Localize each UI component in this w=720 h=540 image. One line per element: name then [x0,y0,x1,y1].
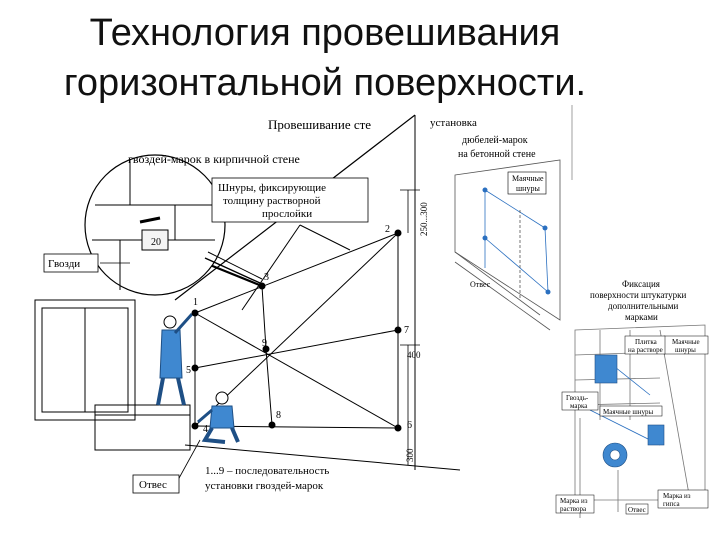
nail-mark-9 [262,345,270,353]
plaster-caption-line-4: марками [625,312,658,322]
magnified-inset [84,154,263,296]
nail-mark-points [191,229,402,432]
nail-mark-7 [394,326,402,334]
plaster-caption-line-1: Фиксация [622,279,660,289]
plaster-label-mortar-mark-line-2: раствора [560,505,587,513]
nail-mark-label-6: 6 [407,420,412,431]
slide-title-line-2: горизонтальной поверхности. [63,62,587,104]
nail-mark-6 [394,424,402,432]
nail-mark-8 [268,421,276,429]
concrete-label-cords-line-1: Маячные [512,174,544,183]
plaster-label-beacon-cords-line-1: Маячные [672,338,700,346]
concrete-wall-diagram: установка дюбелей-марок на бетонной стен… [430,105,573,331]
nail-mark-label-3: 3 [264,272,269,283]
plaster-label-nail-mark-line-1: Гвоздь- [566,394,589,402]
caption-cords-line-1: Шнуры, фиксирующие [218,182,326,194]
nail-mark-label-7: 7 [404,325,409,336]
dimension-top: 250...300 [419,202,429,236]
concrete-caption-top: установка [430,117,477,129]
nail-mark-label-5: 5 [186,365,191,376]
nail-mark-4 [191,422,199,430]
nail-mark-2 [394,229,402,237]
plaster-label-mortar-plate-line-2: на растворе [628,346,663,354]
plaster-label-nail-mark-line-2: марка [570,402,588,410]
concrete-label-plumb: Отвес [470,280,491,289]
concrete-caption-line-1: дюбелей-марок [462,135,528,146]
caption-cords-box: Шнуры, фиксирующие толщину растворной пр… [211,177,369,223]
nail-mark-label-9: 9 [262,338,267,349]
nail-mark-label-2: 2 [385,224,390,235]
caption-sequence-line-1: 1...9 – последовательность [205,465,329,477]
floor-line [184,444,461,471]
worker-kneeling-figure [197,391,240,444]
caption-nails: гвоздей-марок в кирпичной стене [128,152,300,166]
plaster-label-plumb: Отвес [628,506,646,514]
nail-mark-labels: 1 2 3 4 5 6 7 8 9 [186,224,412,435]
caption-cords-line-2: толщину растворной [223,195,321,207]
main-diagram-captions: Провешивание сте гвоздей-марок в кирпичн… [43,117,429,494]
plaster-label-mortar-mark-line-1: Марка из [560,497,588,505]
nail-mark-5 [191,364,199,372]
nail-mark-label-8: 8 [276,410,281,421]
caption-top: Провешивание сте [268,117,371,132]
plaster-label-beacon-cords-line-2: шнуры [675,346,696,354]
worker-standing-figure [156,312,194,406]
nail-mark-label-4: 4 [203,424,208,435]
caption-cords-line-3: прослойки [262,208,312,220]
nail-mark-1 [191,309,199,317]
label-nail: Гвозди [48,258,80,270]
label-plumb: Отвес [139,479,167,491]
slide-title-line-1: Технология провешивания [89,12,561,54]
slide-title: Технология провешивания горизонтальной п… [0,8,650,108]
nail-mark-3 [258,282,266,290]
plaster-caption-line-3: дополнительными [608,301,678,311]
plaster-label-mortar-plate-line-1: Плитка [635,338,658,346]
nail-mark-label-1: 1 [193,297,198,308]
plaster-label-gypsum-mark-line-1: Марка из [663,492,691,500]
caption-sequence-line-2: установки гвоздей-марок [205,480,324,492]
dimension-bottom: 300 [405,448,415,462]
dimension-mid: 400 [407,350,421,360]
inset-label: 20 [151,237,161,248]
plaster-caption-line-2: поверхности штукатурки [590,290,686,300]
dimension-lines [400,189,420,465]
concrete-caption-line-2: на бетонной стене [458,149,536,160]
plaster-fixation-diagram: Фиксация поверхности штукатурки дополнит… [555,279,709,518]
concrete-label-cords-line-2: шнуры [516,184,540,193]
plaster-label-gypsum-mark-line-2: гипса [663,500,681,508]
plaster-label-cord-lines: Маячные шнуры [603,408,654,416]
